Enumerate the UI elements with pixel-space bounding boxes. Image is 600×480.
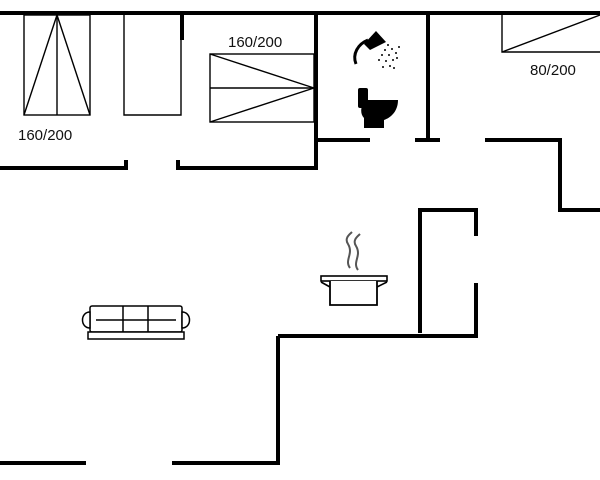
bed-middle [209,53,315,123]
walls [0,11,600,465]
bed-label-right: 80/200 [530,62,576,79]
shower-icon [353,31,400,69]
wardrobe-middle [123,15,182,116]
hall-wall [485,138,600,212]
bed-label-middle: 160/200 [228,34,282,51]
cooking-pot-icon [320,231,388,306]
kitchen-partition-wall [418,208,478,333]
bed-label-left: 160/200 [18,127,72,144]
toilet-icon [358,88,398,128]
bed-right [501,14,600,53]
wardrobe-left [23,14,91,116]
sofa-icon [81,305,191,340]
